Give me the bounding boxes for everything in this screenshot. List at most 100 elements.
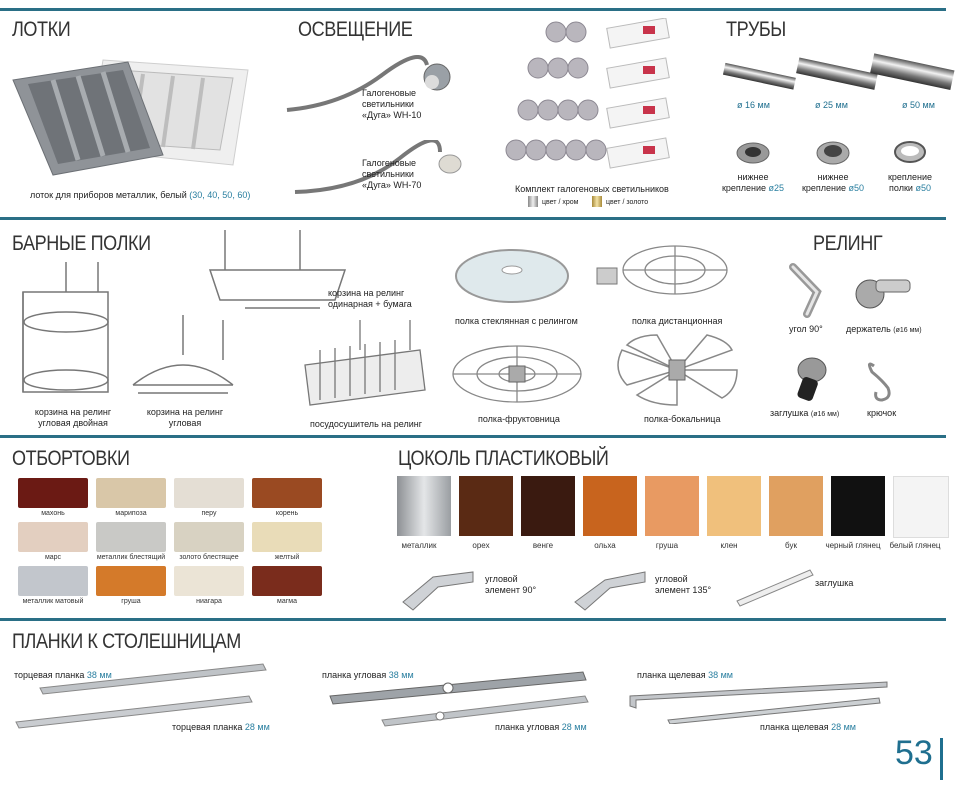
end-strip-38-image <box>39 663 267 695</box>
lamp-wh10-caption: Галогеновые светильники «Дуга» WH-10 <box>362 88 422 120</box>
lamp-wh70-caption: Галогеновые светильники «Дуга» WH-70 <box>362 158 422 190</box>
plinth-cap-caption: заглушка <box>815 578 854 588</box>
mount-25-caption: нижнее крепление ø25 <box>721 172 785 193</box>
mount-50-caption: нижнее крепление ø50 <box>801 172 865 193</box>
edging-label-7: золото блестящее <box>179 554 239 561</box>
edging-swatch-5 <box>18 522 88 552</box>
plinth-label-8: черный глянец <box>825 541 881 550</box>
page-number-bar <box>940 738 943 780</box>
glass-shelf-caption: полка стеклянная с релингом <box>455 316 578 326</box>
hook-caption: крючок <box>867 408 897 418</box>
cutlery-tray-image <box>12 59 249 176</box>
plinth-sample-8 <box>831 476 885 536</box>
glass-holder-image <box>617 334 738 406</box>
plinth-cap-image <box>736 569 814 607</box>
edging-swatch-8 <box>252 522 322 552</box>
basket-single-paper-caption: корзина на релинг одинарная + бумага <box>328 288 412 309</box>
plinth-sample-6 <box>707 476 761 536</box>
railing-angle-image <box>789 263 822 318</box>
railing-holder-image <box>855 279 911 309</box>
page-number: 53 <box>895 734 933 772</box>
edging-swatch-6 <box>96 522 166 552</box>
dish-dryer-image <box>304 320 426 406</box>
edging-swatch-12 <box>252 566 322 596</box>
distance-shelf-caption: полка дистанционная <box>632 316 723 326</box>
glass-holder-caption: полка-бокальница <box>644 414 721 424</box>
plinth-label-2: орех <box>472 541 490 550</box>
divider-3 <box>0 618 946 621</box>
shelf-mount-50-caption: крепление полки ø50 <box>887 172 933 193</box>
basket-single-paper-image <box>208 230 347 309</box>
pipes-image <box>722 53 955 91</box>
corner-135-element-image <box>574 571 646 611</box>
section-title-edging: ОТБОРТОВКИ <box>12 447 130 470</box>
corner-strip-28-caption: планка угловая 28 мм <box>495 722 587 732</box>
end-strip-38-caption: торцевая планка 38 мм <box>14 670 112 680</box>
plinth-sample-7 <box>769 476 823 536</box>
slot-strip-28-caption: планка щелевая 28 мм <box>760 722 856 732</box>
divider-1 <box>0 217 946 220</box>
corner-strip-38-caption: планка угловая 38 мм <box>322 670 414 680</box>
edging-swatch-7 <box>174 522 244 552</box>
corner-90-element-image <box>402 571 474 611</box>
mount-50-image <box>816 141 850 165</box>
plinth-sample-4 <box>583 476 637 536</box>
edging-swatch-11 <box>174 566 244 596</box>
edging-label-9: металлик матовый <box>22 598 84 605</box>
shelf-mount-50-image <box>894 141 926 163</box>
divider-2 <box>0 435 946 438</box>
basket-corner-double-image <box>22 262 109 393</box>
plinth-label-6: клен <box>720 541 738 550</box>
section-title-strips: ПЛАНКИ К СТОЛЕШНИЦАМ <box>12 630 241 653</box>
distance-shelf-image <box>596 245 728 295</box>
basket-corner-double-caption: корзина на релинг угловая двойная <box>34 407 112 428</box>
railing-holder-caption: держатель (ø16 мм) <box>846 324 922 334</box>
plinth-label-5: груша <box>655 541 679 550</box>
section-title-bar-shelves: БАРНЫЕ ПОЛКИ <box>12 232 151 255</box>
pipe-50-caption: ø 50 мм <box>902 100 935 110</box>
edging-swatch-4 <box>252 478 322 508</box>
edging-label-5: марс <box>44 554 62 561</box>
section-title-trays: ЛОТКИ <box>12 18 71 41</box>
railing-angle-caption: угол 90° <box>789 324 823 334</box>
plinth-label-7: бук <box>785 541 797 550</box>
section-title-plinth: ЦОКОЛЬ ПЛАСТИКОВЫЙ <box>398 447 609 470</box>
edging-label-12: магма <box>277 598 297 605</box>
plinth-sample-1 <box>397 476 451 536</box>
edging-label-6: металлик блестящий <box>96 554 166 561</box>
dish-dryer-caption: посудосушитель на релинг <box>310 419 422 429</box>
halogen-kit-caption: Комплект галогеновых светильников <box>515 184 669 194</box>
edging-label-2: марипоза <box>115 510 147 517</box>
plinth-sample-9 <box>893 476 949 538</box>
glass-shelf-image <box>455 249 569 303</box>
edging-label-11: ниагара <box>196 598 222 605</box>
edging-label-3: перу <box>201 510 217 517</box>
corner-strip-28-image <box>381 695 589 727</box>
edging-label-1: махонь <box>41 510 65 517</box>
lamp-wh70-image <box>294 140 462 194</box>
end-strip-28-image <box>15 695 253 729</box>
slot-strip-38-image <box>629 681 888 709</box>
hook-image <box>867 362 891 402</box>
edging-label-8: желтый <box>274 554 300 561</box>
plinth-label-3: венге <box>532 541 554 550</box>
edging-swatch-1 <box>18 478 88 508</box>
plinth-label-9: белый глянец <box>889 541 941 550</box>
section-title-pipes: ТРУБЫ <box>726 18 786 41</box>
mount-25-image <box>736 142 770 164</box>
plinth-sample-3 <box>521 476 575 536</box>
corner-strip-38-image <box>329 671 587 705</box>
plinth-label-4: ольха <box>594 541 616 550</box>
section-title-lighting: ОСВЕЩЕНИЕ <box>298 18 413 41</box>
pipe-16-caption: ø 16 мм <box>737 100 770 110</box>
divider-top <box>0 8 946 11</box>
end-strip-28-caption: торцевая планка 28 мм <box>172 722 270 732</box>
gold-swatch <box>592 196 602 207</box>
fruit-shelf-caption: полка-фруктовница <box>478 414 560 424</box>
gold-caption: цвет / золото <box>606 199 649 206</box>
plinth-sample-5 <box>645 476 699 536</box>
halogen-kit-image <box>505 18 670 169</box>
plinth-label-1: металлик <box>401 541 437 550</box>
edging-label-10: груша <box>121 598 141 605</box>
fruit-shelf-image <box>452 345 582 403</box>
